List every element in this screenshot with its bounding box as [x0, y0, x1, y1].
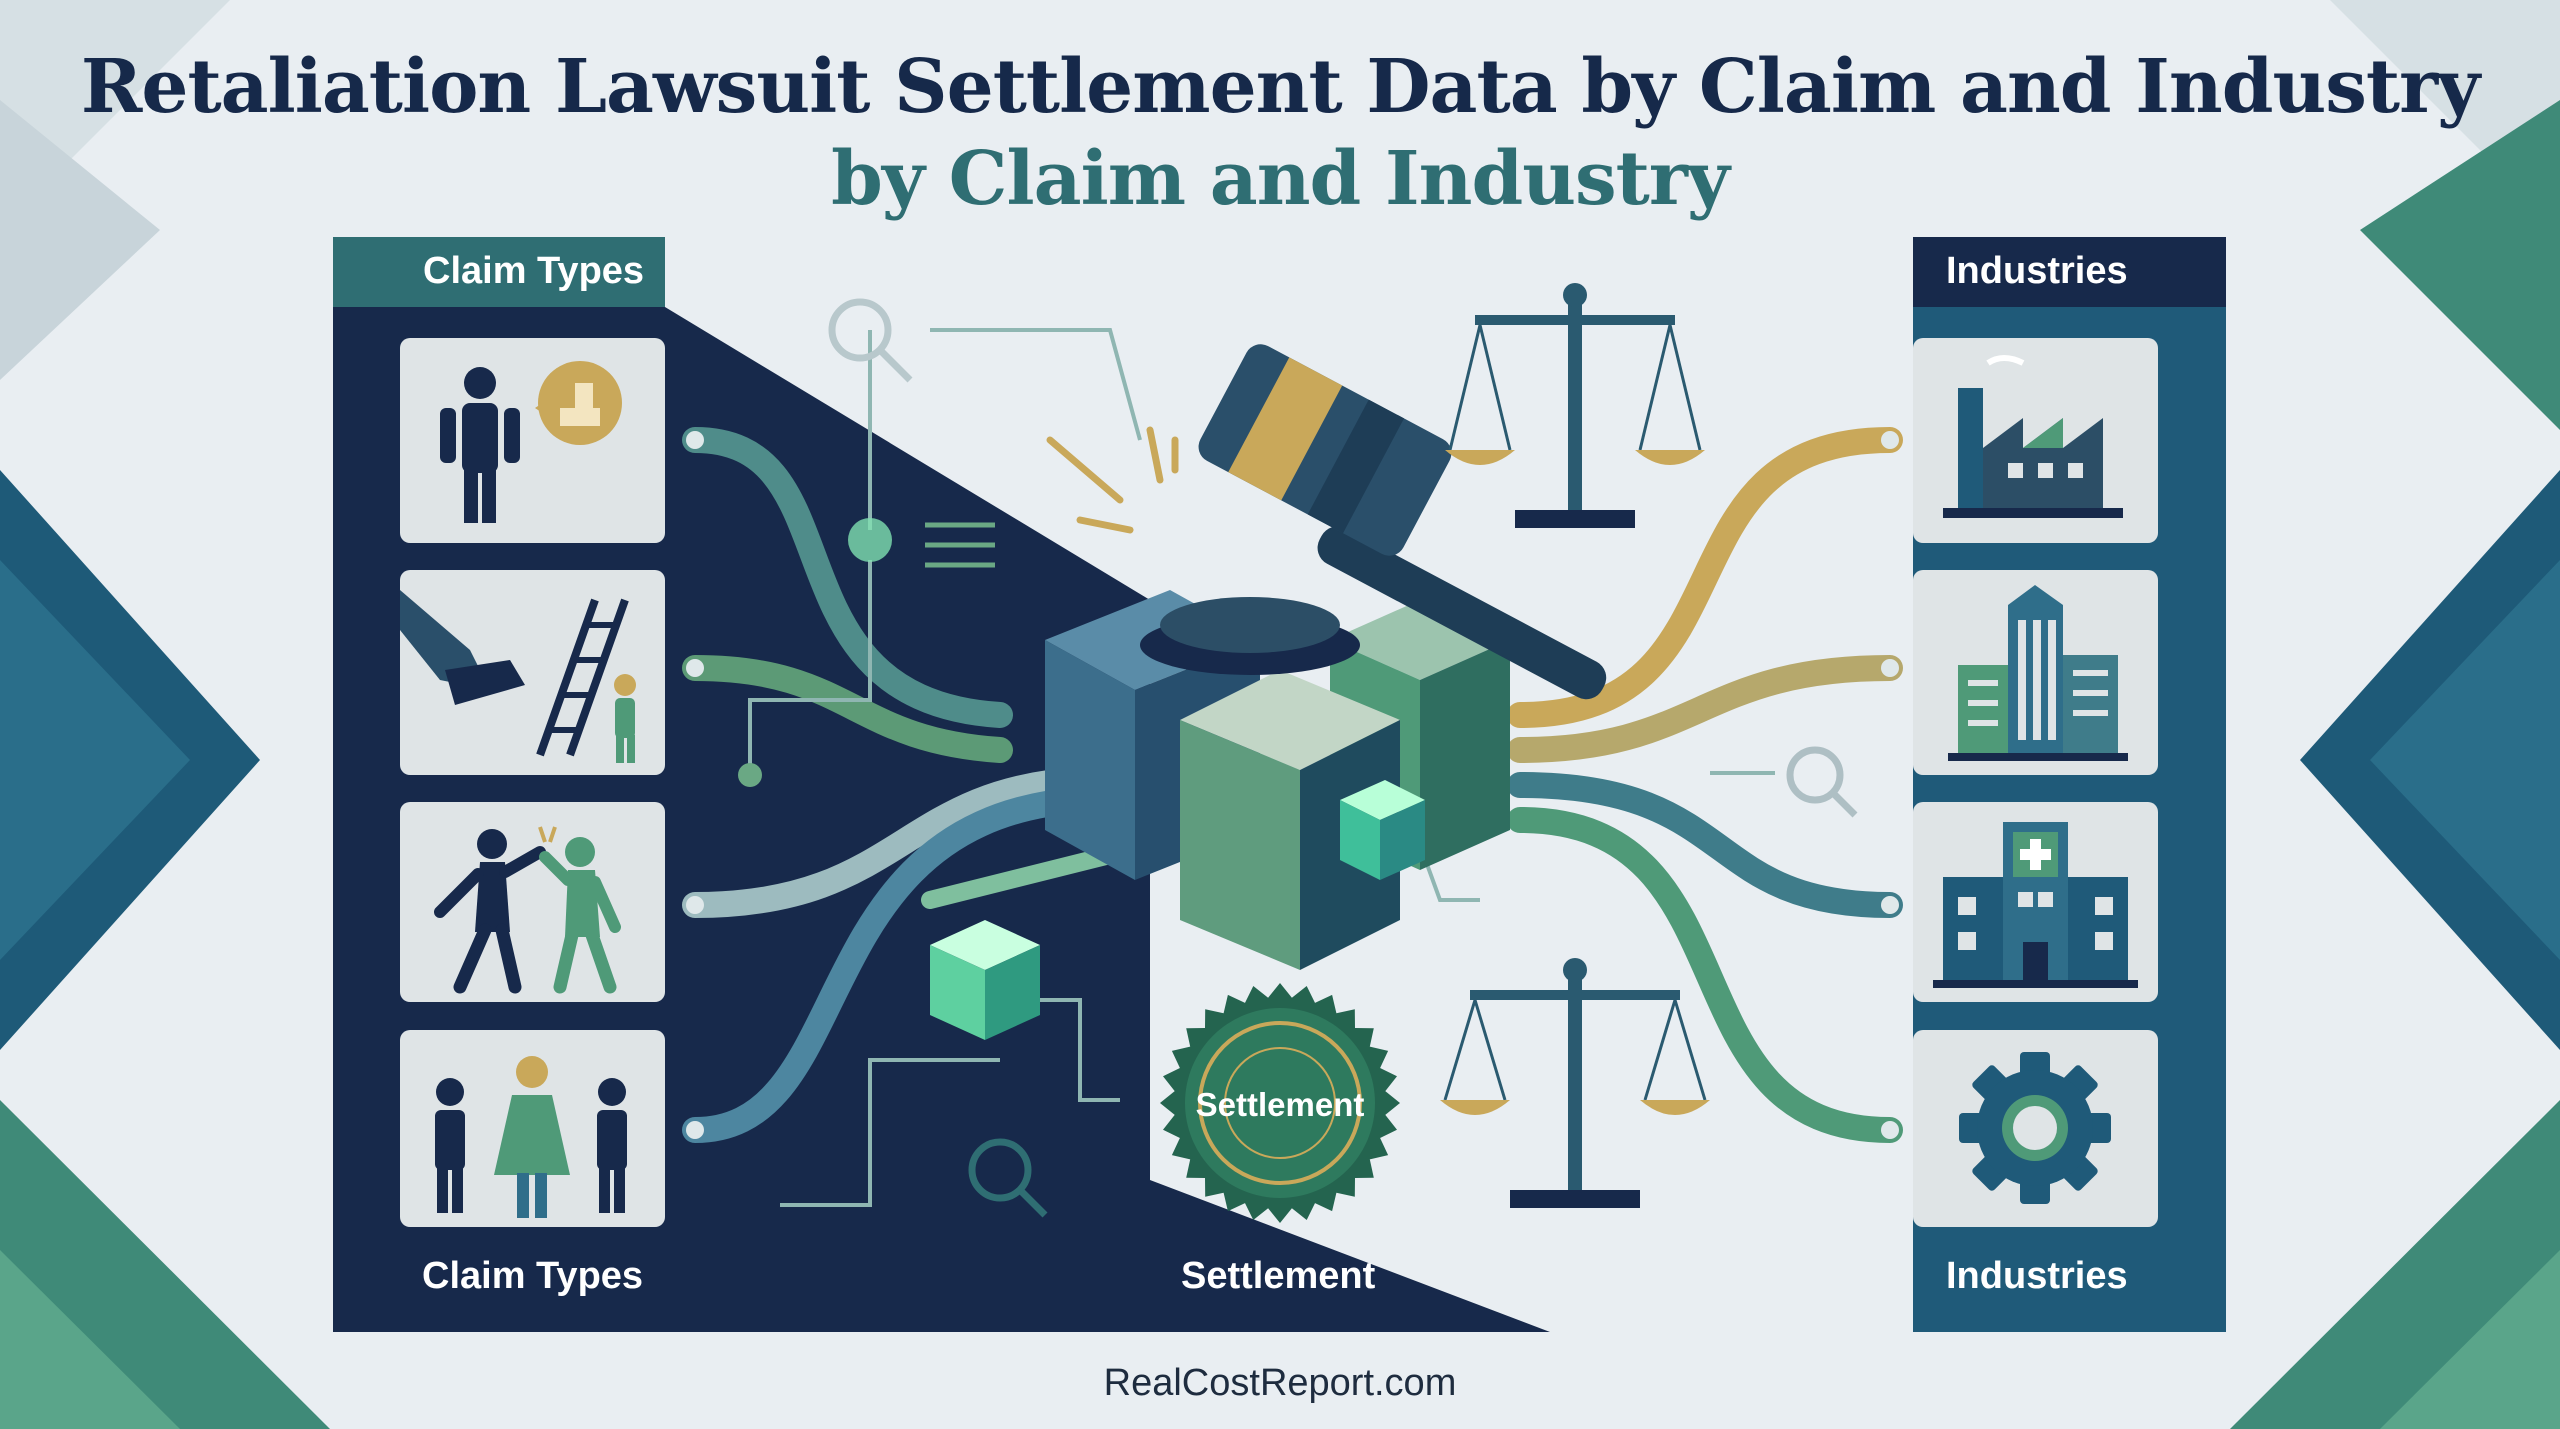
claim-tile-1	[400, 338, 665, 543]
page-title: Retaliation Lawsuit Settlement Data by C…	[80, 44, 2480, 130]
claim-tile-2	[400, 570, 665, 775]
flow-paths-right	[1507, 427, 1903, 1143]
settlement-seal: Settlement	[1160, 983, 1400, 1223]
magnifier-icon-bottom	[968, 1138, 1048, 1218]
right-panel-header: Industries	[1946, 250, 2128, 292]
impact-lines	[1046, 426, 1179, 534]
industry-tile-1	[1913, 338, 2158, 543]
magnifier-icon-top	[828, 298, 913, 383]
scales-icon-bottom	[1440, 958, 1710, 1208]
gavel-icon	[1140, 344, 1607, 700]
page-subtitle: by Claim and Industry	[831, 136, 1730, 222]
industry-tile-4	[1913, 1030, 2158, 1227]
center-label: Settlement	[1181, 1255, 1376, 1297]
industry-tile-3	[1913, 802, 2158, 1002]
path-nodes	[686, 431, 1899, 1139]
circuit-node	[738, 763, 762, 787]
industry-tile-2	[1913, 570, 2158, 775]
gear-icon	[1959, 1052, 2111, 1204]
person-speech-icon	[440, 361, 622, 523]
glow-node-icon	[848, 518, 892, 562]
circuit-lines	[748, 328, 1775, 1207]
left-panel-header: Claim Types	[423, 250, 645, 292]
scales-icon-top	[1445, 283, 1705, 528]
factory-icon	[1943, 355, 2123, 518]
magnifier-icon-right	[1786, 746, 1858, 818]
kick-ladder-icon	[400, 590, 636, 763]
claim-tile-3	[400, 802, 665, 1002]
footer-site: RealCostReport.com	[1103, 1362, 1457, 1404]
hospital-icon	[1933, 822, 2138, 988]
seal-text: Settlement	[1196, 1086, 1365, 1123]
group-discrimination-icon	[435, 1056, 627, 1218]
office-building-icon	[1948, 585, 2128, 761]
claim-tile-4	[400, 1030, 665, 1227]
left-panel-footer: Claim Types	[422, 1255, 644, 1297]
conflict-people-icon	[434, 826, 621, 994]
text-lines-icon	[925, 522, 995, 568]
right-panel-footer: Industries	[1946, 1255, 2128, 1297]
flow-paths-left	[682, 427, 1219, 1143]
